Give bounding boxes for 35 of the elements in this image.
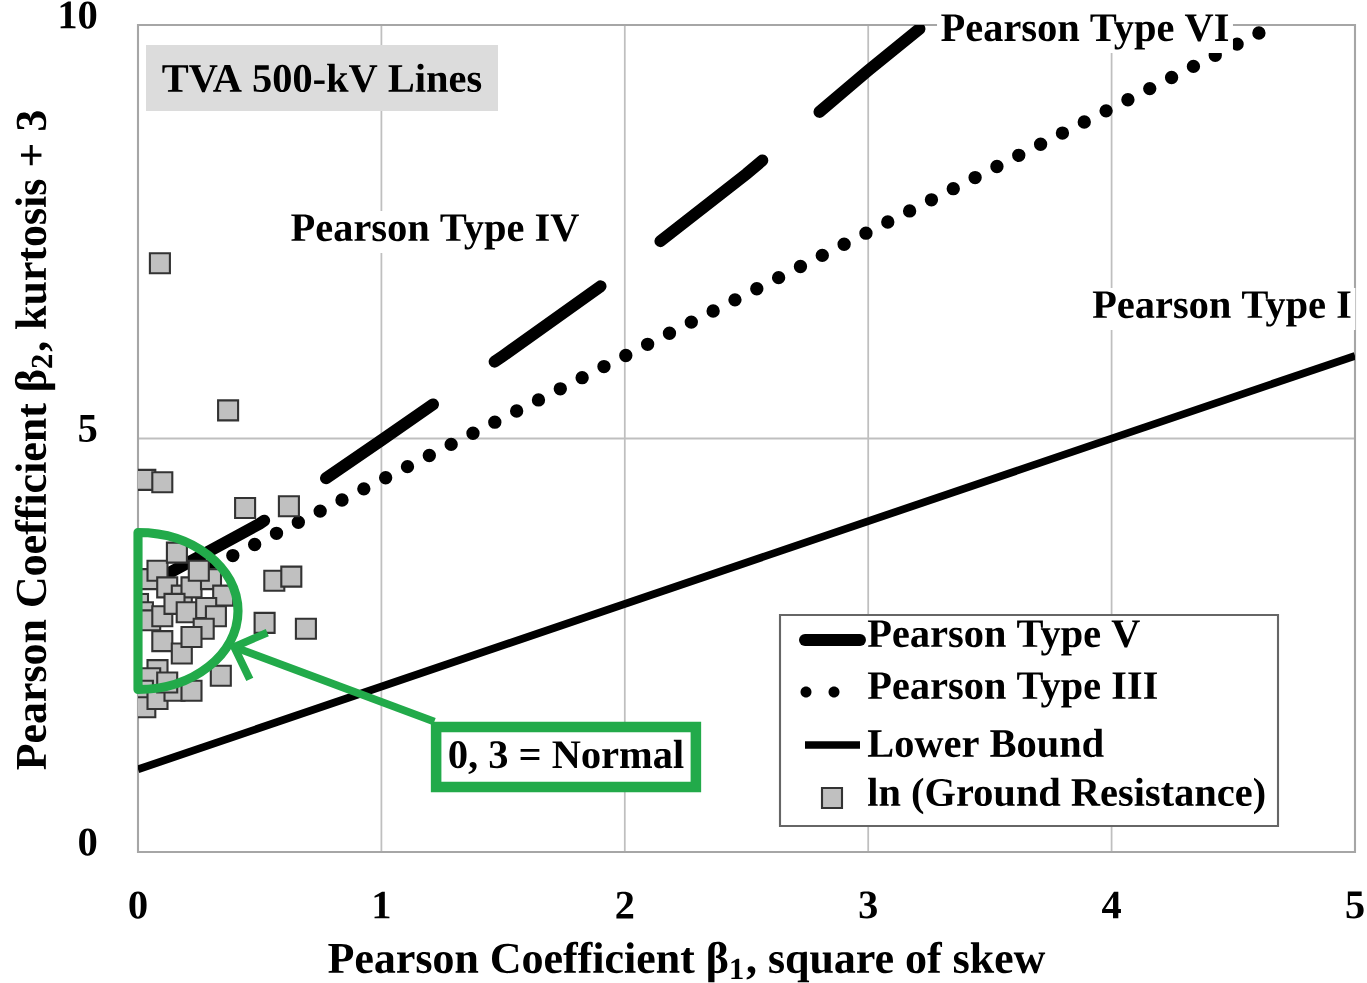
point [148,252,171,275]
tick-label: 5 [79,415,97,442]
tick-label: 10 [60,1,97,29]
tick-label: 0 [129,891,147,919]
arrow [228,629,436,726]
legend-label: Lower Bound [867,728,1104,758]
region-label: Pearson Type VI [937,10,1233,54]
region-label: Pearson Type IV [287,210,583,254]
point [209,664,232,687]
tick-label: 4 [1102,891,1121,919]
point [280,565,303,588]
legend-label: ln (Ground Resistance) [868,777,1265,815]
point [217,399,240,422]
point [234,496,257,520]
point [294,617,317,640]
point [165,541,188,564]
point [253,611,276,634]
axis-title: Pearson Coefficient β$_{1}$, square of skew [328,941,1046,983]
callout-box: 0, 3 = Normal [430,721,702,793]
axis-title: Pearson Coefficient β$_{2}$, kurtosis + 3 [14,111,56,770]
point [187,559,210,582]
tick-label: 0 [79,828,97,856]
region-label: Pearson Type I [1088,287,1356,331]
point [180,625,203,649]
tick-label: 1 [374,891,390,919]
tick-label: 3 [859,891,877,919]
point [151,630,174,653]
point [180,679,203,702]
title-box: TVA 500-kV Lines [146,45,498,111]
tick-label: 2 [616,891,634,919]
legend-label: Pearson Type V [867,620,1140,656]
point [151,471,174,494]
point [277,495,300,518]
legend-label: Pearson Type III [867,672,1157,708]
tick-label: 5 [1346,891,1364,919]
